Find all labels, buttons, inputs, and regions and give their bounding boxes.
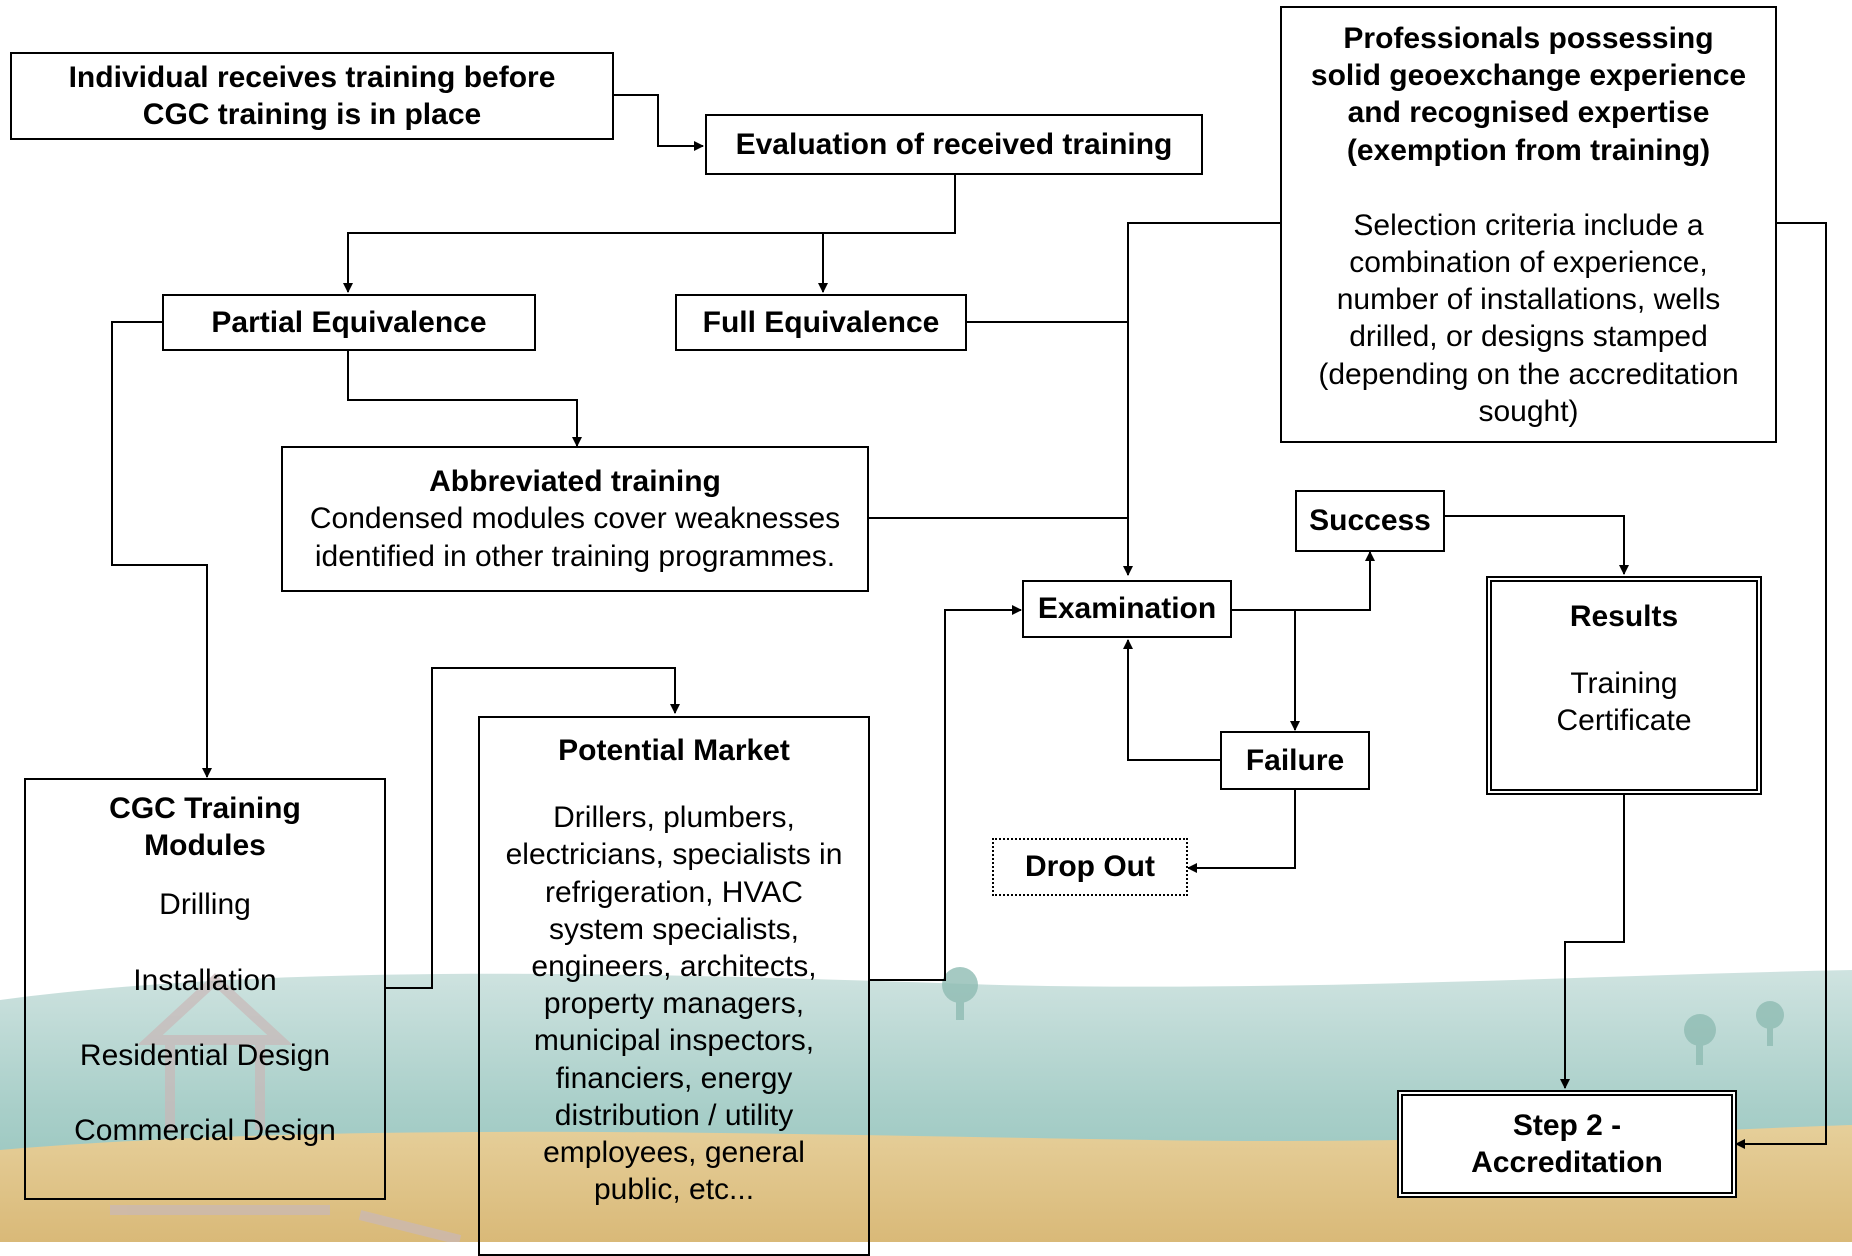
building-watermark-icon [110, 973, 462, 1242]
full-equivalence-text: Full Equivalence [702, 305, 940, 339]
examination-box: Examination [1022, 580, 1232, 638]
module-drilling: Drilling [159, 888, 251, 922]
module-residential-design: Residential Design [79, 1038, 331, 1072]
results-text: Training Certificate [1556, 667, 1692, 738]
examination-text: Examination [1037, 592, 1217, 626]
evaluation-box: Evaluation of received training [705, 114, 1203, 175]
evaluation-text: Evaluation of received training [735, 127, 1173, 161]
results-box: Results Training Certificate [1486, 576, 1762, 795]
failure-box: Failure [1220, 731, 1370, 790]
potential-market-text: Drillers, plumbers, electricians, specia… [505, 801, 843, 1207]
failure-text: Failure [1245, 743, 1345, 777]
accreditation-box: Step 2 - Accreditation [1397, 1090, 1737, 1198]
success-text: Success [1309, 504, 1431, 538]
tree-icon [942, 967, 1784, 1065]
professionals-box: Professionals possessing solid geoexchan… [1280, 6, 1777, 443]
professionals-criteria-text: Selection criteria include a combination… [1318, 208, 1739, 428]
abbreviated-training-box: Abbreviated training Condensed modules c… [281, 446, 869, 592]
cgc-training-modules-box: CGC Training Modules Drilling Installati… [24, 778, 386, 1200]
potential-market-box: Potential Market Drillers, plumbers, ele… [478, 716, 870, 1256]
success-box: Success [1295, 490, 1445, 552]
module-commercial-design: Commercial Design [74, 1113, 336, 1147]
individual-training-text: Individual receives training before CGC … [68, 60, 556, 131]
partial-equivalence-text: Partial Equivalence [211, 305, 487, 339]
results-title: Results [1569, 600, 1679, 633]
drop-out-text: Drop Out [1025, 850, 1155, 884]
individual-training-box: Individual receives training before CGC … [10, 52, 614, 140]
module-installation: Installation [133, 963, 277, 997]
full-equivalence-box: Full Equivalence [675, 294, 967, 351]
abbreviated-training-text: Condensed modules cover weaknesses ident… [309, 502, 841, 573]
accreditation-text: Step 2 - Accreditation [1471, 1108, 1663, 1179]
abbreviated-training-title: Abbreviated training [429, 465, 721, 499]
professionals-title: Professionals possessing solid geoexchan… [1310, 22, 1747, 167]
partial-equivalence-box: Partial Equivalence [162, 294, 536, 351]
cgc-modules-title: CGC Training Modules [109, 792, 301, 863]
drop-out-box: Drop Out [992, 838, 1188, 896]
potential-market-title: Potential Market [558, 734, 790, 767]
